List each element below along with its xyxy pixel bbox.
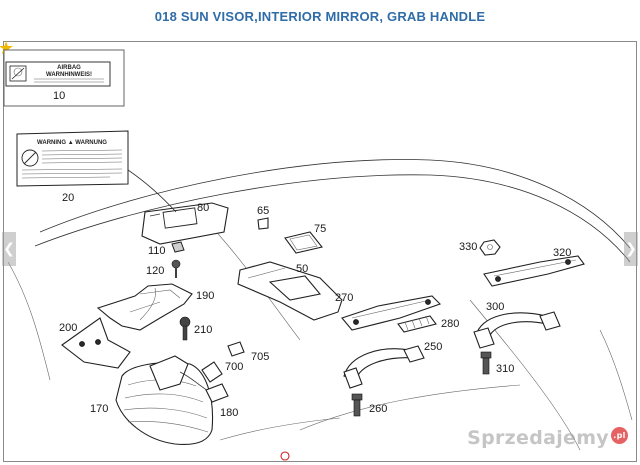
label-190: 190 xyxy=(196,290,214,302)
label-330: 330 xyxy=(459,241,477,253)
watermark-badge: .pl xyxy=(611,427,628,444)
label-170: 170 xyxy=(90,403,108,415)
part-260-screw[interactable]: 260 xyxy=(351,393,387,417)
label-320: 320 xyxy=(553,247,571,259)
chevron-right-icon[interactable]: ❯ xyxy=(624,232,638,266)
sticker-20-header: WARNING ▲ WARNUNG xyxy=(37,140,107,146)
part-110-nut[interactable]: 110 xyxy=(148,241,185,257)
watermark-text: Sprzedajemy xyxy=(467,427,609,449)
part-270-handle-base[interactable]: 270 xyxy=(335,292,442,331)
label-270: 270 xyxy=(335,292,353,304)
label-700: 700 xyxy=(225,361,243,373)
label-250: 250 xyxy=(424,341,442,353)
no-child-seat-icon xyxy=(21,149,39,167)
sticker-20: WARNING ▲ WARNUNG 20 xyxy=(16,130,129,204)
label-180: 180 xyxy=(220,407,238,419)
watermark: Sprzedajemy.pl xyxy=(467,427,628,449)
label-300: 300 xyxy=(486,301,504,313)
airbag-warning-icon xyxy=(9,65,27,82)
diagram-title: 018 SUN VISOR,INTERIOR MIRROR, GRAB HAND… xyxy=(154,9,486,24)
marker-circle xyxy=(280,451,290,461)
part-80-sun-visor[interactable]: 80 xyxy=(127,169,229,245)
label-50: 50 xyxy=(296,263,308,275)
label-210: 210 xyxy=(194,324,212,336)
sticker-10-line1: AIRBAG xyxy=(57,65,81,71)
label-10: 10 xyxy=(53,90,65,102)
part-65-clip[interactable]: 65 xyxy=(257,205,269,230)
label-80: 80 xyxy=(197,202,209,214)
part-330-nut[interactable]: 330 xyxy=(459,239,501,256)
label-280: 280 xyxy=(441,318,459,330)
part-180-cable[interactable]: 180 xyxy=(179,371,238,419)
label-110: 110 xyxy=(148,245,166,257)
label-260: 260 xyxy=(369,403,387,415)
label-310: 310 xyxy=(496,363,514,375)
label-65: 65 xyxy=(257,205,269,217)
label-75: 75 xyxy=(314,223,326,235)
part-705-clip[interactable]: 705 xyxy=(227,341,269,363)
part-300-grab-handle[interactable]: 300 xyxy=(473,301,561,349)
part-310-screw[interactable]: 310 xyxy=(480,351,514,375)
part-320-handle-base[interactable]: 320 xyxy=(483,247,585,287)
part-210-screw[interactable]: 210 xyxy=(179,316,212,341)
part-200-cover[interactable]: 200 xyxy=(59,317,131,369)
chevron-left-icon[interactable]: ❮ xyxy=(2,232,16,266)
sticker-10-line2: WARNHINWEIS! xyxy=(46,72,92,78)
label-20: 20 xyxy=(62,192,74,204)
part-190-bracket[interactable]: 190 xyxy=(96,283,214,331)
part-280-grip-cover[interactable]: 280 xyxy=(397,315,459,333)
label-705: 705 xyxy=(251,351,269,363)
part-250-grab-handle[interactable]: 250 xyxy=(343,341,442,389)
part-120-screw[interactable]: 120 xyxy=(146,259,181,278)
label-200: 200 xyxy=(59,322,77,334)
part-75-mirror-glass[interactable]: 75 xyxy=(284,223,326,254)
part-700-connector[interactable]: 700 xyxy=(201,361,243,383)
label-120: 120 xyxy=(146,265,164,277)
sticker-10-box: AIRBAG WARNHINWEIS! 10 xyxy=(3,49,125,107)
part-50-sun-visor[interactable]: 50 xyxy=(237,261,343,321)
part-170-interior-mirror[interactable]: 170 xyxy=(90,355,214,446)
